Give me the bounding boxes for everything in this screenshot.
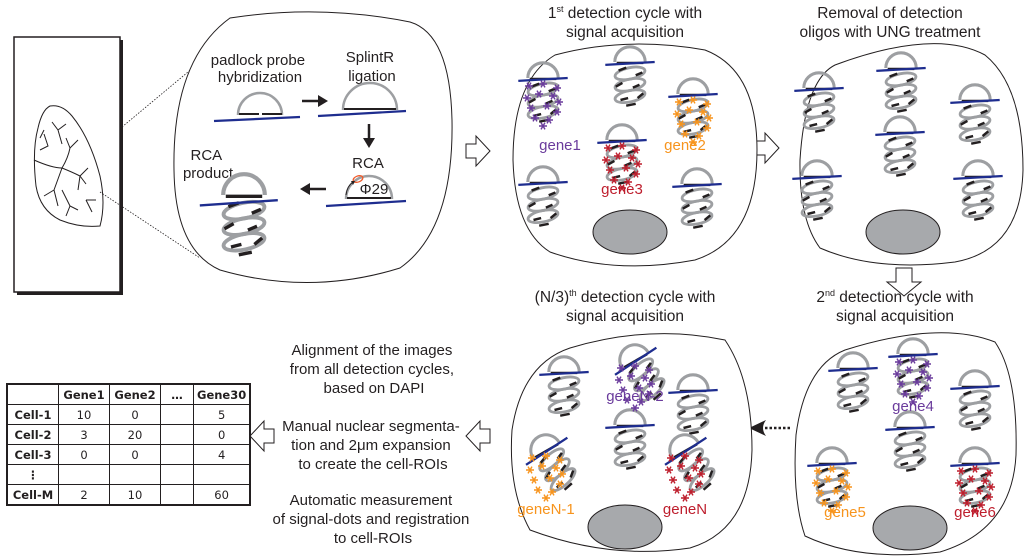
gene-label-geneN-1: geneN-1 bbox=[517, 501, 575, 518]
nucleus-dapi bbox=[592, 209, 668, 255]
cell-value: 5 bbox=[193, 404, 251, 425]
flow-arrow-5 bbox=[249, 420, 275, 452]
gene-count-matrix: Gene1 Gene2 … Gene30 Cell-1 10 0 5 Cell-… bbox=[6, 383, 252, 506]
cell-value: 20 bbox=[109, 424, 161, 445]
table-row: ⋮ bbox=[6, 464, 251, 485]
padlock-probe-icon bbox=[213, 91, 301, 123]
alignment-step-text: Alignment of the images from all detecti… bbox=[290, 342, 458, 397]
cell-value: 0 bbox=[109, 444, 161, 465]
cell-outline-rca bbox=[173, 11, 453, 283]
cell-value: 4 bbox=[193, 444, 251, 465]
gene-label-gene6: gene6 bbox=[954, 504, 996, 521]
table-row: Cell-1 10 0 5 bbox=[6, 404, 251, 425]
cell-value: 0 bbox=[58, 444, 110, 465]
step-rca-label: RCA bbox=[352, 155, 384, 172]
matrix-header-row: Gene1 Gene2 … Gene30 bbox=[6, 383, 251, 405]
cell-value bbox=[160, 424, 194, 445]
gene-label-gene5: gene5 bbox=[824, 504, 866, 521]
flow-arrow-4 bbox=[465, 420, 491, 452]
cell-value bbox=[160, 464, 194, 485]
cell-value: 2 bbox=[58, 484, 110, 506]
cell-value: 10 bbox=[109, 484, 161, 506]
ligated-probe-icon bbox=[317, 81, 407, 118]
table-row: Cell-M 2 10 60 bbox=[6, 484, 251, 506]
matrix-header: Gene2 bbox=[109, 383, 161, 405]
rca-polymerase-icon bbox=[325, 174, 407, 208]
cell-value: 10 bbox=[58, 404, 110, 425]
row-label: Cell-M bbox=[6, 484, 59, 506]
gene-label-geneN: geneN bbox=[663, 501, 707, 518]
flow-arrow-dotted bbox=[749, 420, 790, 436]
row-label: Cell-3 bbox=[6, 444, 59, 465]
lung-tissue-icon bbox=[33, 105, 104, 227]
cell-value bbox=[160, 404, 194, 425]
gene-label-gene4: gene4 bbox=[892, 398, 934, 415]
cell-value: 3 bbox=[58, 424, 110, 445]
cell-value bbox=[58, 464, 110, 485]
gene-label-gene2: gene2 bbox=[664, 137, 706, 154]
cell-value: 0 bbox=[193, 424, 251, 445]
cell-value bbox=[160, 484, 194, 506]
matrix-header: Gene30 bbox=[193, 383, 251, 405]
flow-arrow-2 bbox=[754, 132, 780, 164]
tissue-slide bbox=[13, 36, 123, 295]
gene-label-gene1: gene1 bbox=[539, 137, 581, 154]
step-rca-product-label: RCA product bbox=[183, 147, 234, 182]
flow-arrow-1 bbox=[465, 135, 491, 167]
flow-arrow-3 bbox=[885, 267, 923, 297]
arrow-right-icon bbox=[302, 95, 328, 107]
segmentation-step-text: Manual nuclear segmenta- tion and 2μm ex… bbox=[282, 418, 464, 473]
cell-value: 0 bbox=[109, 404, 161, 425]
rca-product-icon bbox=[199, 174, 278, 255]
cell-value: 60 bbox=[193, 484, 251, 506]
cell-value bbox=[193, 464, 251, 485]
row-label: Cell-1 bbox=[6, 404, 59, 425]
measurement-step-text: Automatic measurement of signal-dots and… bbox=[273, 492, 474, 547]
row-label: ⋮ bbox=[6, 464, 59, 485]
phi29-label: Φ29 bbox=[360, 181, 389, 198]
nucleus-dapi bbox=[872, 505, 948, 551]
gene-label-gene3: gene3 bbox=[601, 181, 643, 198]
arrow-left-icon bbox=[300, 183, 326, 195]
matrix-header: … bbox=[160, 383, 194, 405]
gene-label-geneN-2: geneN-2 bbox=[606, 388, 664, 405]
table-row: Cell-3 0 0 4 bbox=[6, 444, 251, 465]
step-ligation-label: SplintR ligation bbox=[346, 49, 399, 85]
cell-value bbox=[160, 444, 194, 465]
arrow-down-icon bbox=[363, 124, 375, 148]
cell-value bbox=[109, 464, 161, 485]
nucleus-dapi bbox=[865, 209, 941, 255]
row-label: Cell-2 bbox=[6, 424, 59, 445]
step-padlock-label: padlock probe hybridization bbox=[211, 52, 309, 86]
zoom-guide-bottom bbox=[99, 191, 201, 259]
nucleus-dapi bbox=[587, 504, 663, 550]
table-row: Cell-2 3 20 0 bbox=[6, 424, 251, 445]
matrix-header bbox=[6, 383, 59, 405]
matrix-header: Gene1 bbox=[58, 383, 110, 405]
zoom-guide-top bbox=[121, 61, 201, 128]
processing-steps: Alignment of the images from all detecti… bbox=[273, 342, 474, 547]
